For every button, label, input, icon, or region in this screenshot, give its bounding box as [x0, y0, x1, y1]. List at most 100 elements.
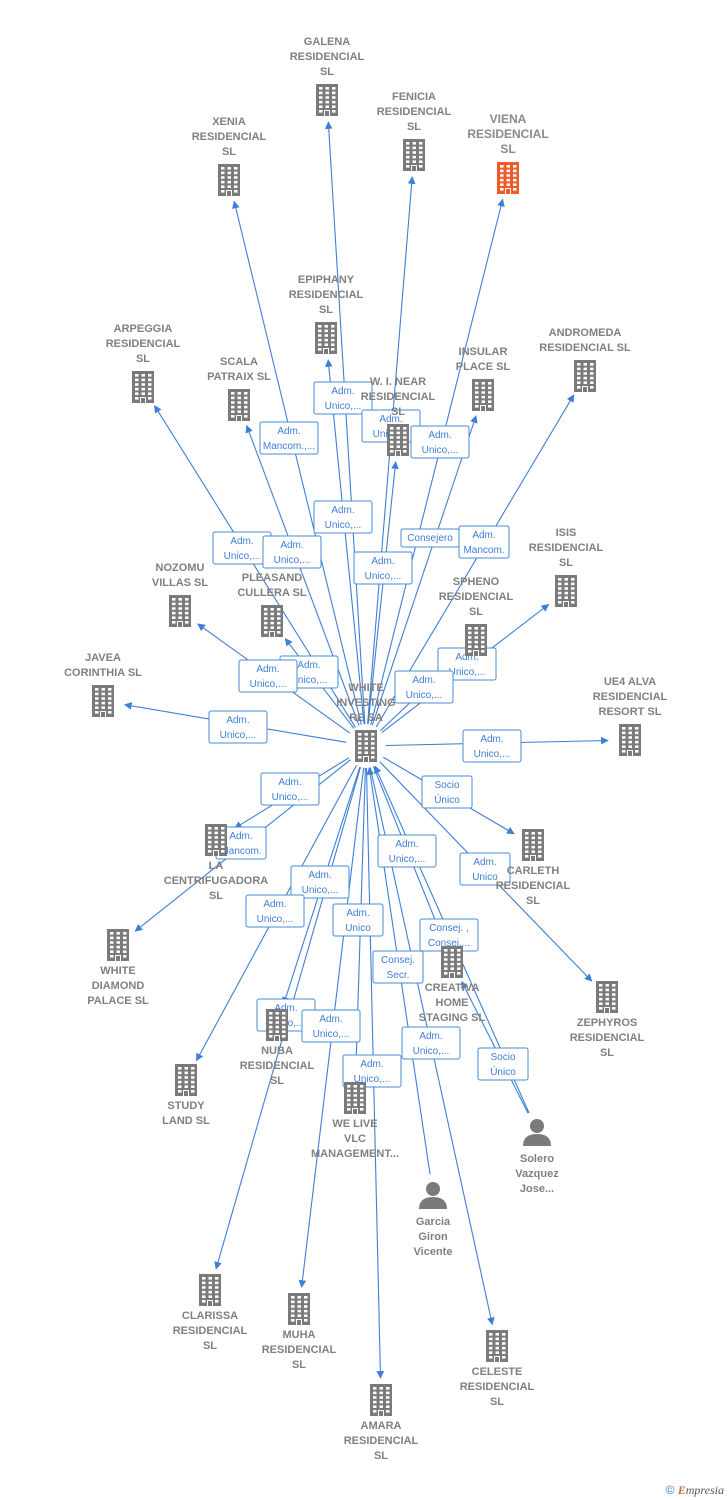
- edge-label[interactable]: Adm.Unico,...: [208, 710, 268, 744]
- edge-label-text: Adm.Mancom.: [463, 530, 504, 556]
- edge-label[interactable]: Adm.Unico,...: [290, 865, 350, 899]
- node-label-line: ISIS: [556, 527, 577, 539]
- node-label-line: ANDROMEDA: [549, 327, 622, 339]
- edge-label-text: Adm.Unico: [345, 908, 371, 934]
- node-label-line: RESORT SL: [599, 706, 662, 718]
- node-label-line: RESIDENCIAL: [290, 51, 365, 63]
- edge-label[interactable]: Consej.Secr.: [372, 950, 424, 984]
- brand-logo[interactable]: Empresia: [677, 1483, 724, 1497]
- node-label-line: RESIDENCIAL: [460, 1381, 535, 1393]
- edge-label[interactable]: Adm.Unico,...: [212, 531, 272, 565]
- edge-label[interactable]: Adm.Unico,...: [313, 500, 373, 534]
- edge-label-text: Adm.Unico,...: [274, 540, 311, 566]
- edge-label-text: Adm.Unico,...: [325, 386, 362, 412]
- edge-label[interactable]: Adm.Unico,...: [410, 425, 470, 459]
- edge-label[interactable]: Adm.Unico,...: [301, 1009, 361, 1043]
- edge-label[interactable]: Adm.Unico,...: [245, 894, 305, 928]
- edge-label[interactable]: Adm.Unico,...: [377, 834, 437, 868]
- building-icon: [355, 730, 377, 762]
- edge-label-text: Adm.Unico,...: [474, 734, 511, 760]
- node-label-line: SL: [203, 1340, 217, 1352]
- edge-label[interactable]: Adm.Mancom.: [458, 525, 510, 559]
- edge-label[interactable]: Adm.Unico,...: [238, 659, 298, 693]
- building-icon: [522, 829, 544, 861]
- edge-label[interactable]: Adm.Unico,...: [353, 551, 413, 585]
- building-icon: [596, 981, 618, 1013]
- edge-label[interactable]: Adm.Unico: [332, 903, 384, 937]
- edge-label-text: Adm.Unico,...: [224, 536, 261, 562]
- edge-label[interactable]: Consej. ,Consej....: [419, 918, 479, 952]
- building-icon: [266, 1009, 288, 1041]
- node-label-line: RESIDENCIAL: [377, 106, 452, 118]
- edge-label[interactable]: Adm.Unico: [459, 852, 511, 886]
- node-label-line: NOZOMU: [156, 562, 205, 574]
- edge-label-text: Adm.Unico,...: [313, 1014, 350, 1040]
- edge-label-text: Adm.Unico,...: [413, 1031, 450, 1057]
- edge-label[interactable]: Adm.Unico,...: [260, 772, 320, 806]
- edge-label[interactable]: Adm.Unico,...: [462, 729, 522, 763]
- node-label-line: PALACE SL: [87, 995, 149, 1007]
- node-label-line: JAVEA: [85, 652, 121, 664]
- building-icon: [497, 162, 519, 194]
- node-label-line: EPIPHANY: [298, 274, 355, 286]
- edge-c-wnear: [367, 461, 399, 725]
- edge-label[interactable]: Adm.Mancom.,...: [259, 421, 319, 455]
- node-label-line: GALENA: [304, 36, 351, 48]
- node-label-line: ZEPHYROS: [577, 1017, 638, 1029]
- edge-label[interactable]: Consejero: [400, 528, 460, 548]
- edge-label[interactable]: Adm.Unico,...: [394, 670, 454, 704]
- edge-label[interactable]: Adm.Unico,...: [401, 1026, 461, 1060]
- node-label-line: CELESTE: [472, 1366, 523, 1378]
- edge-label[interactable]: Adm.Unico,...: [313, 381, 373, 415]
- edge-label[interactable]: Adm.Unico,...: [262, 535, 322, 569]
- node-label-line: CARLETH: [507, 865, 560, 877]
- node-label-line: PLACE SL: [456, 361, 511, 373]
- building-icon: [403, 139, 425, 171]
- edge-label[interactable]: Adm.Unico,...: [342, 1054, 402, 1088]
